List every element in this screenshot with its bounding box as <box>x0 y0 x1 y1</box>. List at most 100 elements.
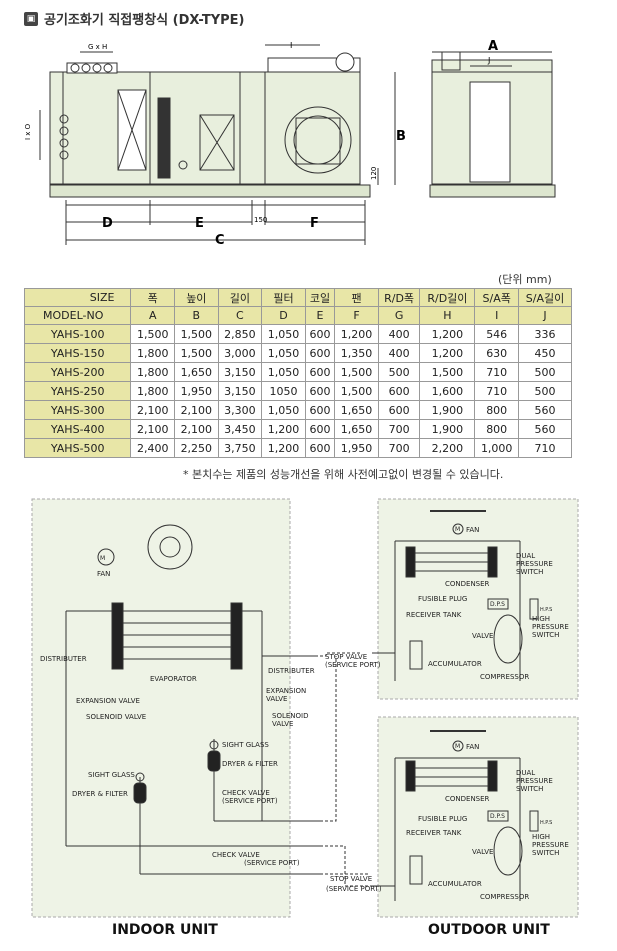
outdoor1-valve: VALVE <box>472 632 493 640</box>
value-cell: 1,050 <box>261 324 306 344</box>
value-cell: 336 <box>517 324 573 344</box>
unit-elevation-drawing: G x H I x O I J A B C D E 150 F 120 <box>24 39 556 248</box>
dryer-left-label: DRYER & FILTER <box>72 790 128 798</box>
distributer-right-label: DISTRIBUTER <box>268 667 315 675</box>
value-cell: 3,150 <box>217 362 263 382</box>
distributer-left-label: DISTRIBUTER <box>40 655 87 663</box>
dim-c: C <box>215 233 225 248</box>
value-cell: 1,500 <box>334 362 379 382</box>
title-text: 공기조화기 직접팽창식 (DX-TYPE) <box>44 13 245 28</box>
outdoor2-high-1: HIGH <box>532 833 550 841</box>
value-cell: 700 <box>377 438 421 458</box>
dim-j: J <box>487 56 490 65</box>
document-icon: ▣ <box>24 11 38 26</box>
dim-f: F <box>310 216 319 231</box>
outdoor2-fusible: FUSIBLE PLUG <box>418 815 467 823</box>
value-cell: 3,150 <box>217 381 263 401</box>
solenoid-right-label-1: SOLENOID <box>272 712 308 720</box>
outdoor1-hps: H.P.S <box>540 607 552 613</box>
value-cell: 800 <box>474 400 519 420</box>
corner-top: SIZE <box>23 288 132 307</box>
stop-valve-2b-label: (SERVICE PORT) <box>326 885 382 893</box>
value-cell: 1,200 <box>419 343 476 363</box>
model-cell: YAHS-500 <box>23 438 132 458</box>
value-cell: 600 <box>304 381 336 401</box>
check-valve-2b-label: (SERVICE PORT) <box>244 859 300 867</box>
value-cell: 1,050 <box>261 362 306 382</box>
code-cell: E <box>304 306 336 325</box>
value-cell: 400 <box>377 343 421 363</box>
spec-table: SIZE 폭 높이 길이 필터 코일 팬 R/D폭 R/D길이 S/A폭 S/A… <box>23 288 573 458</box>
dim-d: D <box>102 216 113 231</box>
code-cell: C <box>217 306 263 325</box>
check-valve-2a-label: CHECK VALVE <box>212 851 260 859</box>
value-cell: 3,750 <box>217 438 263 458</box>
value-cell: 1,950 <box>174 381 219 401</box>
outdoor1-compressor: COMPRESSOR <box>480 673 529 681</box>
header-cell: 팬 <box>334 288 379 307</box>
dryer-filter-icon <box>133 782 147 804</box>
outdoor1-high-2: PRESSURE <box>532 623 569 631</box>
value-cell: 710 <box>474 381 519 401</box>
dim-b: B <box>396 129 406 144</box>
value-cell: 1,900 <box>419 419 476 439</box>
evaporator-label: EVAPORATOR <box>150 675 197 683</box>
value-cell: 1,950 <box>334 438 379 458</box>
value-cell: 600 <box>377 381 421 401</box>
value-cell: 600 <box>304 343 336 363</box>
code-cell: B <box>174 306 219 325</box>
dryer-right-label: DRYER & FILTER <box>222 760 278 768</box>
dim-i: I <box>290 41 292 50</box>
corner-bottom: MODEL-NO <box>23 306 132 325</box>
value-cell: 1,200 <box>261 438 306 458</box>
value-cell: 2,850 <box>217 324 263 344</box>
indoor-unit-caption: INDOOR UNIT <box>112 922 218 938</box>
outdoor2-accumulator: ACCUMULATOR <box>428 880 482 888</box>
outdoor-unit-caption: OUTDOOR UNIT <box>428 922 550 938</box>
header-cell: 폭 <box>130 288 176 307</box>
model-cell: YAHS-100 <box>23 324 132 344</box>
value-cell: 2,100 <box>174 400 219 420</box>
value-cell: 450 <box>517 343 573 363</box>
code-cell: F <box>334 306 379 325</box>
value-cell: 400 <box>377 324 421 344</box>
value-cell: 1,500 <box>130 324 176 344</box>
value-cell: 1,800 <box>130 362 176 382</box>
value-cell: 600 <box>377 400 421 420</box>
evaporator-left-header <box>111 602 124 670</box>
outdoor1-high-3: SWITCH <box>532 631 559 639</box>
indoor-fan-housing <box>147 524 193 570</box>
value-cell: 2,100 <box>174 419 219 439</box>
value-cell: 1,000 <box>474 438 519 458</box>
value-cell: 1,650 <box>334 419 379 439</box>
model-cell: YAHS-150 <box>23 343 132 363</box>
outdoor1-fusible: FUSIBLE PLUG <box>418 595 467 603</box>
value-cell: 1,500 <box>174 343 219 363</box>
header-cell: 길이 <box>217 288 263 307</box>
outdoor2-valve: VALVE <box>472 848 493 856</box>
value-cell: 500 <box>517 381 573 401</box>
value-cell: 700 <box>377 419 421 439</box>
header-cell: 높이 <box>174 288 219 307</box>
value-cell: 1,500 <box>419 362 476 382</box>
solenoid-right-label-2: VALVE <box>272 720 293 728</box>
value-cell: 600 <box>304 362 336 382</box>
outdoor2-receiver: RECEIVER TANK <box>406 829 462 837</box>
dryer-filter-icon <box>207 750 221 772</box>
outdoor2-dual-3: SWITCH <box>516 785 543 793</box>
code-cell: H <box>419 306 476 325</box>
value-cell: 546 <box>474 324 519 344</box>
value-cell: 800 <box>474 419 519 439</box>
expansion-right-label-1: EXPANSION <box>266 687 306 695</box>
code-cell: J <box>517 306 573 325</box>
value-cell: 1,050 <box>261 400 306 420</box>
outdoor1-fan-label: FAN <box>466 526 479 534</box>
value-cell: 1,500 <box>174 324 219 344</box>
solenoid-left-label: SOLENOID VALVE <box>86 713 146 721</box>
outdoor2-hps: H.P.S <box>540 820 552 826</box>
model-cell: YAHS-300 <box>23 400 132 420</box>
